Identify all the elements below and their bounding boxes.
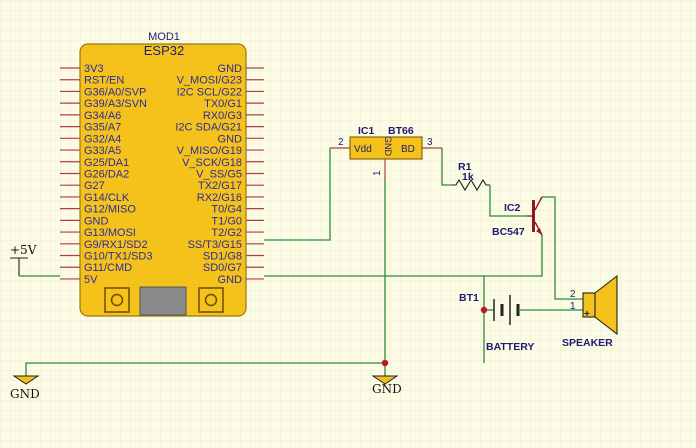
module-name: ESP32 <box>144 43 184 58</box>
left-pin-label: G14/CLK <box>84 192 130 204</box>
left-pin-label: G12/MISO <box>84 204 136 216</box>
left-pin-label: G25/DA1 <box>84 157 129 169</box>
right-pin-label: I2C SCL/G22 <box>177 86 242 98</box>
right-pin-label: GND <box>218 133 243 145</box>
esp32-module[interactable]: MOD1 ESP32 3V3RST/ENG36/A0/SVPG39/A3/SVN… <box>60 31 264 317</box>
right-pin-label: T1/G0 <box>211 215 242 227</box>
right-pin-label: V_SS/G5 <box>196 168 242 180</box>
ic1-part: BT66 <box>388 125 414 137</box>
mount-hole-left <box>104 287 130 313</box>
mount-hole-right-ring <box>204 293 218 307</box>
ic1-pin-gnd: GND <box>383 136 393 157</box>
left-pin-label: GND <box>84 215 109 227</box>
right-pin-label: T0/G4 <box>211 204 242 216</box>
left-pin-label: G10/TX1/SD3 <box>84 251 152 263</box>
speaker-plus: + <box>584 309 590 320</box>
junction-battery <box>480 306 488 314</box>
r1-value: 1k <box>462 171 474 183</box>
right-pin-label: GND <box>218 63 243 75</box>
left-pin-label: G11/CMD <box>84 262 132 274</box>
gnd-left-label: GND <box>10 387 40 401</box>
left-pin-label: RST/EN <box>84 75 124 87</box>
speaker-cone <box>594 274 618 336</box>
usb-connector <box>139 286 187 316</box>
speaker[interactable]: 2 1 + SPEAKER <box>562 274 618 349</box>
ic2-part: BC547 <box>492 226 525 238</box>
wire-gnd-bus <box>25 362 385 376</box>
right-pin-label: SS/T3/G15 <box>188 239 242 251</box>
ic1-pin-bd: BD <box>401 144 415 155</box>
ic1-pin3-num: 3 <box>427 137 433 148</box>
r1-ref: R1 <box>458 161 472 173</box>
mount-hole-left-ring <box>110 293 124 307</box>
transistor-base-bar <box>532 200 535 232</box>
ic1-pin2-num: 2 <box>338 137 344 148</box>
left-pin-label: G39/A3/SVN <box>84 98 147 110</box>
left-pin-label: G32/A4 <box>84 133 121 145</box>
ic1-ref: IC1 <box>358 125 375 137</box>
module-body <box>79 43 247 317</box>
left-pin-label: 5V <box>84 274 98 286</box>
speaker-pin1-num: 1 <box>570 301 576 312</box>
right-pin-label: V_MOSI/G23 <box>177 75 242 87</box>
bt1-label: BATTERY <box>486 341 534 353</box>
left-pins: 3V3RST/ENG36/A0/SVPG39/A3/SVNG34/A6G35/A… <box>60 63 152 286</box>
gnd-symbol-mid[interactable]: GND <box>371 375 402 396</box>
right-pin-label: TX0/G1 <box>204 98 242 110</box>
left-pin-label: G36/A0/SVP <box>84 86 146 98</box>
right-pin-label: V_MISO/G19 <box>177 145 242 157</box>
left-pin-label: G26/DA2 <box>84 168 129 180</box>
left-pin-label: G34/A6 <box>84 110 121 122</box>
junction-gnd <box>381 359 389 367</box>
left-pin-label: 3V3 <box>84 63 104 75</box>
right-pin-label: TX2/G17 <box>198 180 242 192</box>
r1-resistor[interactable]: R1 1k <box>452 161 490 192</box>
left-pin-label: G13/MOSI <box>84 227 136 239</box>
vcc-5v-symbol[interactable]: +5V <box>10 243 37 276</box>
left-pin-label: G27 <box>84 180 105 192</box>
wire-r1-base <box>489 185 527 217</box>
right-pin-label: RX0/G3 <box>203 110 242 122</box>
wire-bd-r1 <box>441 148 452 186</box>
right-pin-label: SD0/G7 <box>203 262 242 274</box>
mount-hole-right <box>198 287 224 313</box>
right-pin-label: I2C SDA/G21 <box>175 122 242 134</box>
bt1-ref: BT1 <box>459 292 479 304</box>
right-pin-label: V_SCK/G18 <box>182 157 242 169</box>
left-pin-label: G35/A7 <box>84 122 121 134</box>
gnd-mid-label: GND <box>372 382 402 396</box>
right-pin-label: RX2/G16 <box>197 192 242 204</box>
speaker-pin2-num: 2 <box>570 289 576 300</box>
wire-collector-speaker <box>542 196 583 300</box>
right-pin-label: T2/G2 <box>211 227 242 239</box>
wire-g15-vdd <box>264 148 331 241</box>
left-pin-label: G33/A5 <box>84 145 121 157</box>
vcc-label: +5V <box>10 243 37 257</box>
module-ref: MOD1 <box>148 31 180 43</box>
right-pin-label: GND <box>218 274 243 286</box>
bt1-battery[interactable]: BT1 BATTERY <box>459 292 583 353</box>
ic2-bc547-transistor[interactable]: IC2 BC547 <box>492 196 543 238</box>
wire-emitter-gnd <box>264 235 543 277</box>
ic1-pin1-num: 1 <box>372 170 383 176</box>
ic1-pin-vdd: Vdd <box>354 144 372 155</box>
left-pin-label: G9/RX1/SD2 <box>84 239 148 251</box>
speaker-label: SPEAKER <box>562 337 613 349</box>
ic2-ref: IC2 <box>504 202 521 214</box>
right-pin-label: SD1/G8 <box>203 251 242 263</box>
gnd-symbol-left[interactable]: GND <box>10 375 40 401</box>
ic1-bt66[interactable]: IC1 BT66 Vdd BD GND 2 3 1 <box>330 125 442 180</box>
